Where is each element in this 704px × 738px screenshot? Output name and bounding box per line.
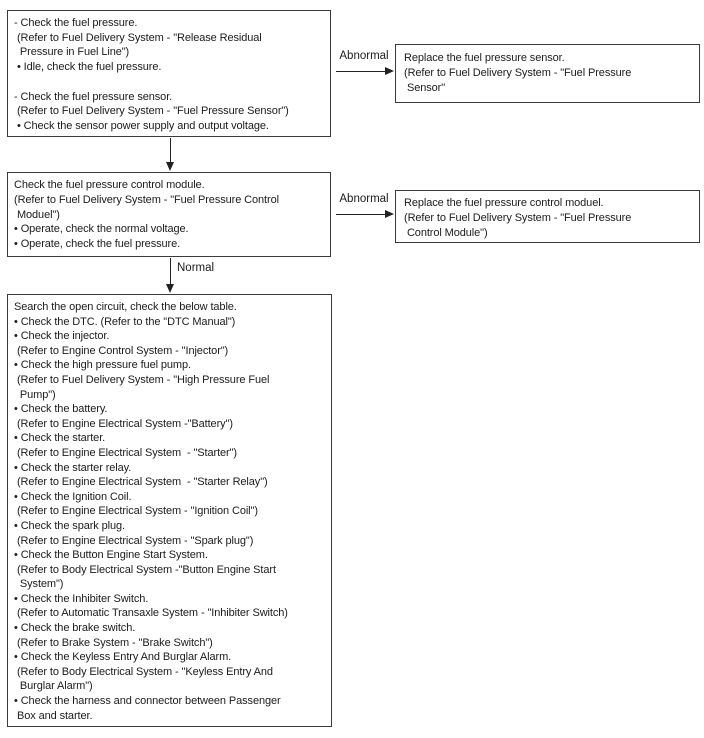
step-box-check-fuel-pressure-text: - Check the fuel pressure. (Refer to Fue… xyxy=(14,17,289,132)
down-arrow-2-line xyxy=(170,258,171,285)
action-box-replace-fuel-pressure-sensor: Replace the fuel pressure sensor. (Refer… xyxy=(395,44,700,103)
step-box-check-fuel-pressure-control-module: Check the fuel pressure control module. … xyxy=(7,172,331,257)
branch-label-abnormal-1: Abnormal xyxy=(339,50,389,62)
down-arrow-2-head-icon xyxy=(166,284,174,293)
action-box-replace-fuel-pressure-sensor-text: Replace the fuel pressure sensor. (Refer… xyxy=(404,52,632,94)
action-box-replace-fuel-pressure-control-module-text: Replace the fuel pressure control moduel… xyxy=(404,197,632,239)
down-arrow-1-head-icon xyxy=(166,162,174,171)
step-box-open-circuit-checklist: Search the open circuit, check the below… xyxy=(7,294,332,727)
step-box-check-fuel-pressure-control-module-text: Check the fuel pressure control module. … xyxy=(14,179,279,251)
branch-label-abnormal-2: Abnormal xyxy=(339,193,389,205)
abnormal-arrow-1-line xyxy=(336,71,386,72)
abnormal-arrow-2-head-icon xyxy=(385,210,394,218)
abnormal-arrow-1-head-icon xyxy=(385,67,394,75)
branch-label-normal: Normal xyxy=(177,262,215,274)
action-box-replace-fuel-pressure-control-module: Replace the fuel pressure control moduel… xyxy=(395,190,700,243)
abnormal-arrow-2-line xyxy=(336,214,386,215)
step-box-check-fuel-pressure: - Check the fuel pressure. (Refer to Fue… xyxy=(7,10,331,137)
down-arrow-1-line xyxy=(170,138,171,163)
step-box-open-circuit-checklist-text: Search the open circuit, check the below… xyxy=(14,301,288,722)
